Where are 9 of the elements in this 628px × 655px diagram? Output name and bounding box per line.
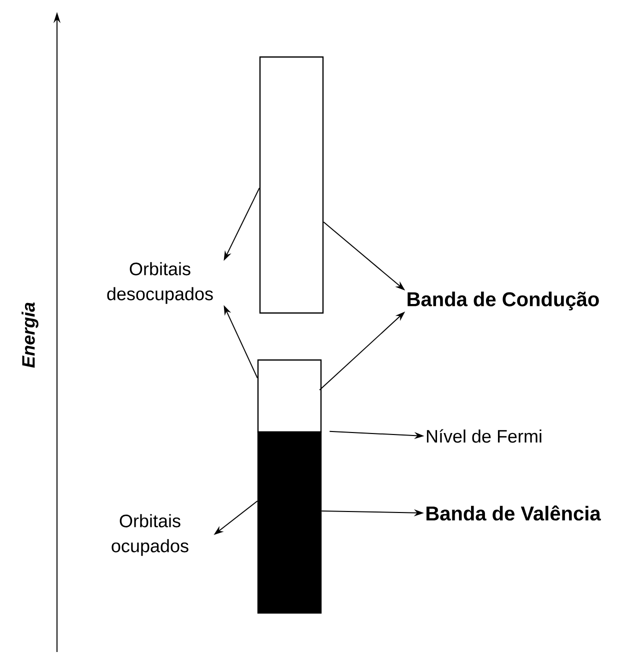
band-bar	[257, 431, 322, 614]
text-label: Orbitais ocupados	[112, 514, 188, 556]
band-box	[257, 359, 322, 433]
band-box	[259, 56, 324, 314]
text-label: Banda de Valência	[426, 505, 601, 521]
text-label: Banda de Condução	[408, 292, 599, 310]
text-label: Nível de Fermi	[426, 429, 542, 443]
axis-label: Energia	[22, 302, 38, 368]
text-label: Orbitais desocupados	[107, 262, 213, 304]
